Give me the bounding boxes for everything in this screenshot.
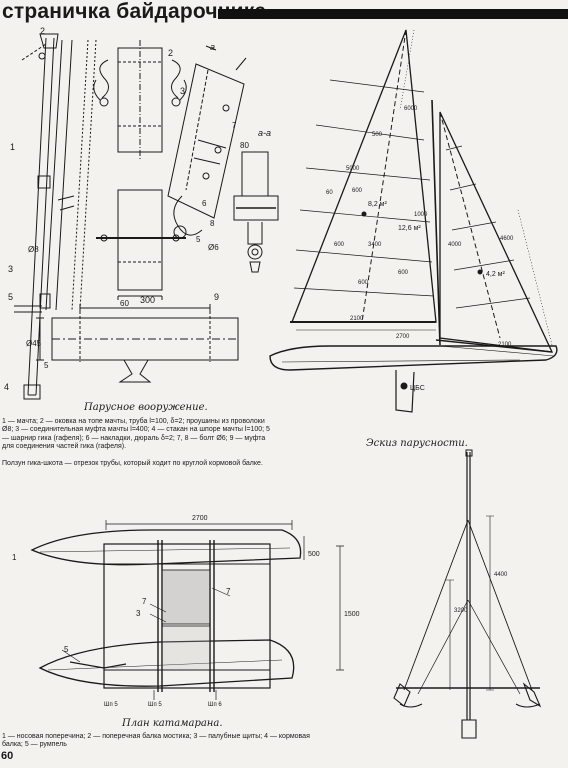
header-rule	[218, 9, 568, 19]
label-d3400: 3400	[368, 242, 382, 248]
label-n3: 3	[8, 264, 13, 274]
label-d8: Ø8	[28, 245, 39, 254]
sail-rig-description: 1 — мачта; 2 — оковка на топе мачты, тру…	[2, 418, 270, 451]
label-d2100: 2100	[350, 316, 364, 322]
label-cat-n5: 5	[64, 645, 69, 654]
label-n2-mast: 2	[40, 26, 45, 36]
label-cat-n7b: 7	[226, 587, 231, 596]
label-d4000: 4000	[448, 242, 462, 248]
sail-sketch-drawing	[393, 449, 542, 739]
label-dim-80: 80	[240, 141, 249, 150]
label-l300: 300	[140, 295, 155, 305]
mast-parts-drawing	[14, 33, 279, 400]
label-n5-mast: 5	[8, 292, 13, 302]
label-cat-n1: 1	[12, 553, 17, 562]
label-n2-fitting: 2	[168, 48, 173, 58]
label-h4400: 4400	[494, 572, 508, 578]
label-h3200: 3200	[454, 608, 468, 614]
catamaran-caption: План катамарана.	[122, 718, 223, 729]
label-d45: Ø45	[26, 339, 42, 348]
label-d5000: 5000	[346, 166, 360, 172]
label-d600c: 600	[358, 280, 369, 286]
label-n4: 4	[4, 382, 9, 392]
sail-rig-caption: Парусное вооружение.	[84, 402, 208, 413]
label-w500: 500	[308, 551, 320, 558]
label-area-main: 8,2 м²	[368, 201, 387, 208]
label-area-jib: 4,2 м²	[486, 271, 505, 278]
label-n3-fitting: 3	[180, 86, 185, 96]
label-d60: 60	[120, 299, 129, 308]
catamaran-description: 1 — носовая поперечина; 2 — поперечная б…	[2, 733, 310, 749]
label-shp6: Шп 6	[208, 702, 222, 708]
label-n5-hinge: 5	[196, 235, 201, 244]
label-d2700: 2700	[396, 334, 410, 340]
label-shp5a: Шп 5	[104, 702, 118, 708]
label-d600a: 600	[352, 188, 363, 194]
sail-plan-drawing	[269, 29, 558, 413]
label-d2100b: 2100	[498, 342, 512, 348]
label-n9: 9	[214, 292, 219, 302]
label-n6: 6	[202, 199, 207, 208]
label-n8: 8	[210, 219, 215, 228]
page-number: 60	[1, 750, 14, 762]
label-cat-n3: 3	[136, 609, 141, 618]
label-w2700: 2700	[192, 515, 208, 522]
drawing-labels: 2 1 3 5 4 Ø8 2 3 а а-а 7 80 6 8 5 Ø6 60 …	[4, 26, 514, 708]
label-d600d: 600	[398, 270, 409, 276]
label-n7: 7	[232, 121, 237, 130]
label-d4600: 4600	[500, 236, 514, 242]
label-n1: 1	[10, 142, 15, 152]
sail-rig-note: Ползун гика-шкота — отрезок трубы, котор…	[2, 460, 263, 467]
header-title: страничка байдарочника	[2, 0, 267, 23]
label-area-total: 12,6 м²	[398, 225, 421, 232]
label-cbs: ЦБС	[410, 385, 425, 392]
label-d600b: 600	[334, 242, 345, 248]
catamaran-plan-drawing	[30, 520, 344, 700]
label-d60-sail: 60	[326, 190, 333, 196]
label-d6: Ø6	[208, 243, 219, 252]
label-shp5b: Шп 5	[148, 702, 162, 708]
label-section-aa: а-а	[258, 128, 271, 138]
label-d1000: 1000	[414, 212, 428, 218]
label-d500: 500	[372, 132, 383, 138]
sail-sketch-caption: Эскиз парусности.	[366, 438, 468, 449]
label-w1500: 1500	[344, 611, 360, 618]
label-cat-n7a: 7	[142, 597, 147, 606]
label-section-a: а	[210, 42, 215, 52]
label-n5-muff: 5	[44, 361, 49, 370]
label-d6000: 6000	[404, 106, 418, 112]
